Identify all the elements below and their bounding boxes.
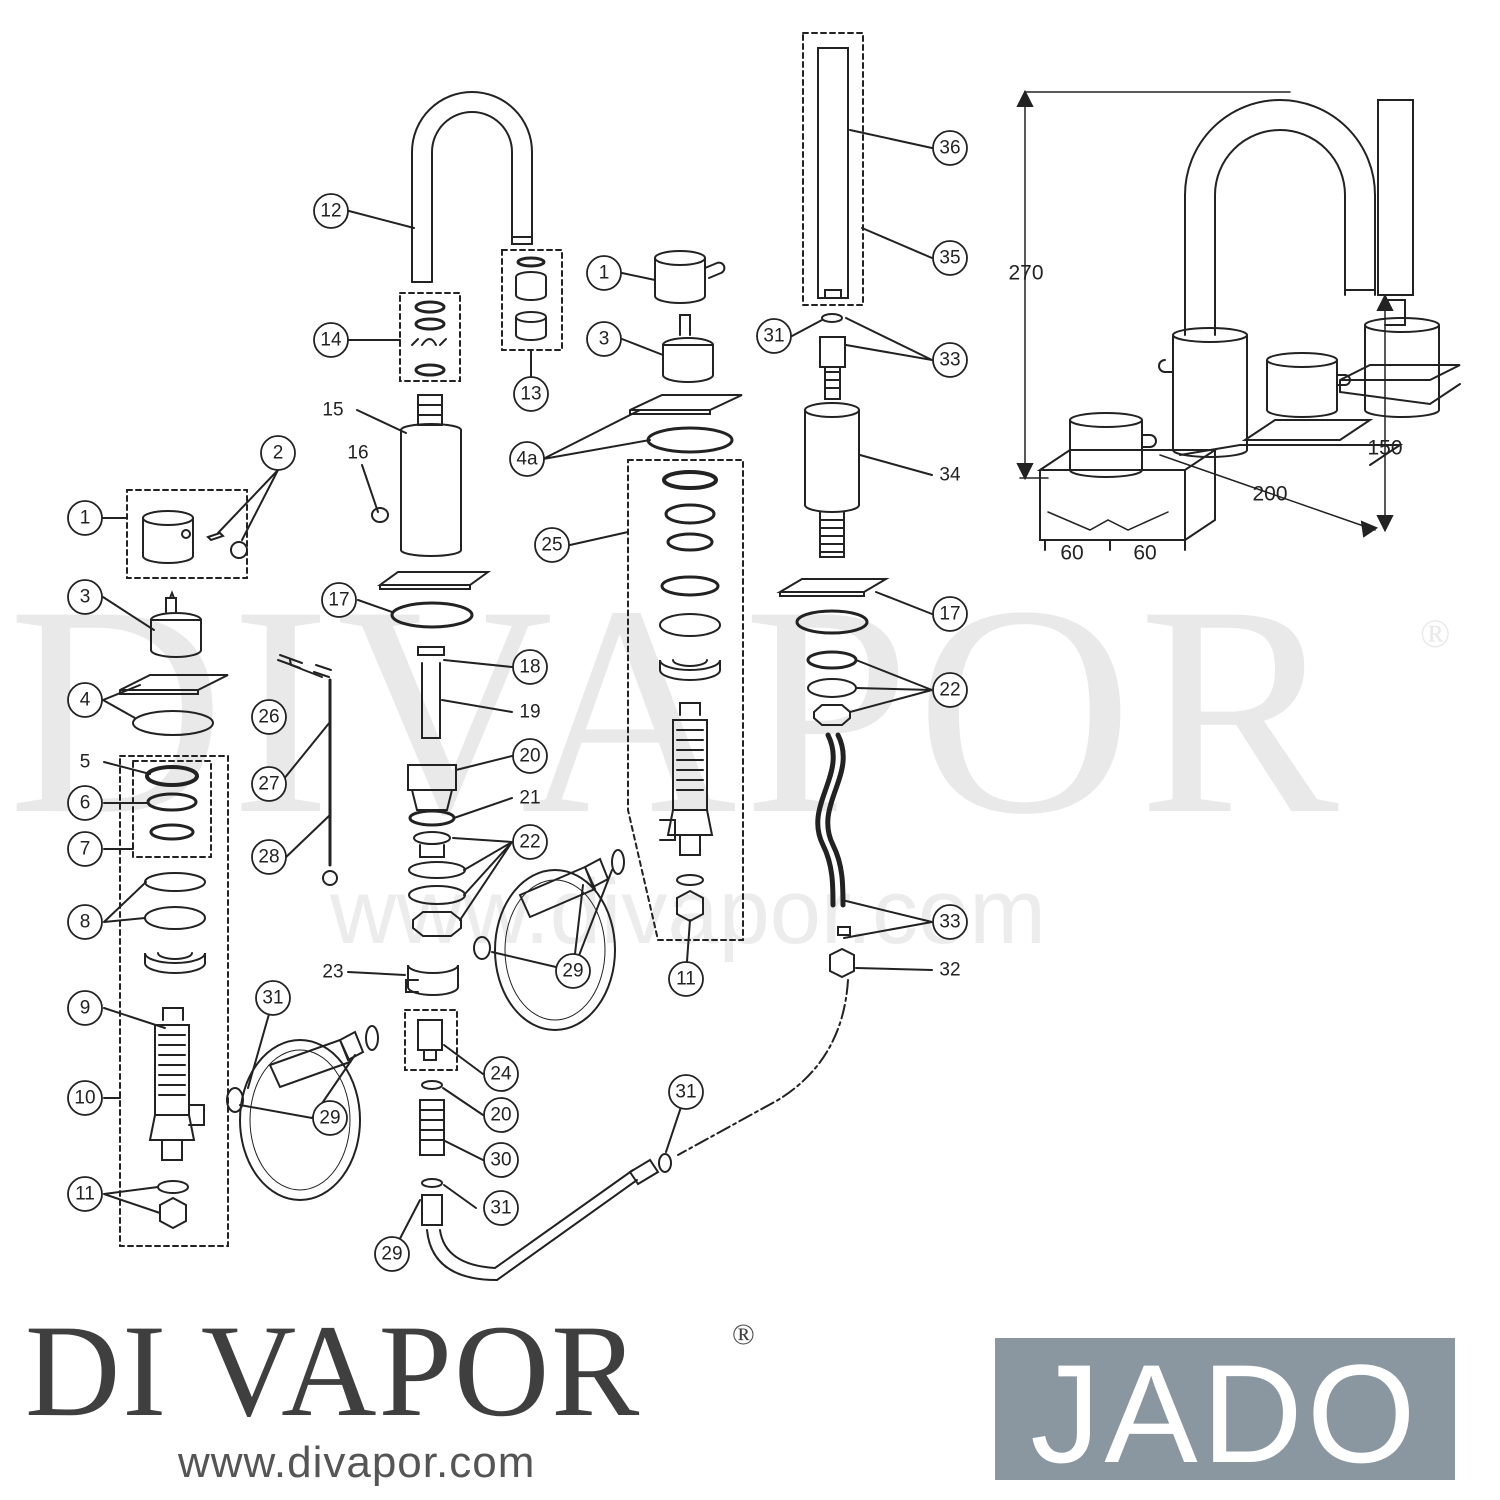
dimension-labels: 270 60 60 200 150	[1008, 262, 1402, 565]
part-label: 21	[519, 788, 540, 809]
part-label: 33	[939, 350, 960, 371]
tube-19	[417, 646, 445, 739]
hose-route-dashed	[677, 979, 849, 1156]
t-piece-23	[405, 964, 459, 996]
part-label: 2	[273, 443, 284, 464]
handshower-head	[817, 47, 849, 299]
brand-registered: ®	[732, 1318, 755, 1351]
part-label: 31	[490, 1198, 511, 1219]
part-label: 3	[599, 329, 610, 350]
part-label: 3	[80, 587, 91, 608]
dimension-width-b: 60	[1133, 542, 1156, 565]
part-label: 8	[80, 912, 91, 933]
part-label: 20	[519, 746, 540, 767]
part-label: 29	[319, 1108, 340, 1129]
dimension-height: 270	[1008, 262, 1043, 285]
part-label: 36	[939, 138, 960, 159]
callouts	[67, 130, 968, 1272]
handle-knob-b	[653, 250, 706, 304]
hose-loop-center	[494, 869, 616, 1031]
part-label: 27	[258, 774, 279, 795]
flange-plate-4	[119, 674, 229, 695]
part-label: 4	[80, 690, 91, 711]
handle-knob	[141, 510, 194, 564]
part-label: 1	[80, 508, 91, 529]
assembled-handshower	[1377, 99, 1414, 326]
hose-bottom	[426, 1169, 638, 1282]
part-label: 31	[262, 988, 283, 1009]
part-label: 29	[562, 961, 583, 982]
part-label: 16	[347, 443, 368, 464]
hose-loop-left	[239, 1039, 361, 1201]
part-label: 11	[75, 1184, 95, 1205]
nut-11a	[159, 1196, 187, 1230]
part-label: 28	[258, 847, 279, 868]
part-label: 35	[939, 248, 960, 269]
part-label: 33	[939, 912, 960, 933]
shower-hose	[815, 732, 846, 908]
spindle-adapter	[150, 597, 202, 658]
part-label: 17	[328, 590, 349, 611]
part-label: 22	[519, 832, 540, 853]
part-label: 1	[599, 263, 610, 284]
part-label: 23	[322, 962, 343, 983]
group-box-cartridge	[119, 755, 229, 1247]
part-label: 4a	[516, 449, 538, 470]
maker-logo: JADO	[995, 1338, 1455, 1484]
part-label: 11	[676, 969, 696, 990]
valve-body	[154, 1007, 190, 1116]
group-box-handshower	[802, 32, 864, 306]
part-label: 34	[939, 465, 961, 486]
part-label: 15	[322, 400, 343, 421]
diagram-linework	[102, 32, 1461, 1282]
part-label: 7	[80, 839, 91, 860]
part-label: 13	[520, 384, 541, 405]
part-label: 19	[519, 702, 540, 723]
maker-name: JADO	[1030, 1335, 1420, 1492]
group-box-25	[627, 459, 744, 941]
flange-plate-17a	[376, 571, 492, 590]
part-label: 14	[320, 330, 342, 351]
part-label: 9	[80, 998, 91, 1019]
spout-body	[400, 423, 462, 557]
part-label: 25	[541, 535, 562, 556]
part-label: 10	[74, 1088, 95, 1109]
brand-logo: DI VAPOR	[25, 1297, 642, 1444]
part-label: 17	[939, 604, 960, 625]
part-label: 31	[675, 1082, 696, 1103]
brand-url: www.divapor.com	[178, 1438, 536, 1487]
assembled-spout	[1184, 99, 1376, 336]
spout-pipe	[411, 91, 533, 283]
dimension-span: 200	[1252, 483, 1287, 506]
part-label: 6	[80, 793, 91, 814]
part-label: 20	[490, 1105, 511, 1126]
watermark-registered: ®	[1420, 611, 1451, 656]
o-ring-4	[132, 710, 214, 736]
part-label: 31	[763, 326, 784, 347]
part-label: 29	[381, 1244, 402, 1265]
group-box-handle	[126, 489, 248, 579]
part-label: 32	[939, 960, 960, 981]
dimension-width-a: 60	[1060, 542, 1083, 565]
hose-holder-34	[803, 402, 860, 513]
assembled-view	[1016, 89, 1461, 551]
leader-lines	[102, 129, 933, 1255]
part-label: 30	[490, 1150, 511, 1171]
part-label: 12	[320, 201, 341, 222]
part-label: 18	[519, 657, 540, 678]
part-label: 24	[490, 1064, 512, 1085]
dimension-depth: 150	[1367, 437, 1402, 460]
part-label: 22	[939, 680, 960, 701]
part-label: 26	[258, 707, 279, 728]
group-box-14	[399, 292, 461, 382]
part-labels: 1 2 3 4 5 6 7 8 9 10 11 12 13 14 15 16 1…	[74, 138, 961, 1265]
part-label: 5	[80, 752, 91, 773]
